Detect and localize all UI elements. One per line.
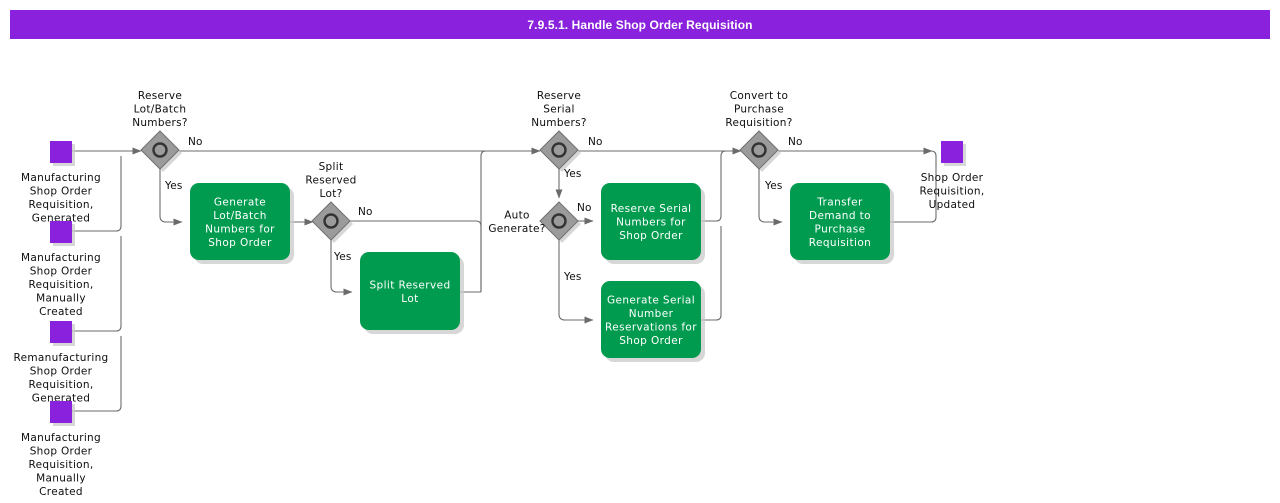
gateway-diamond[interactable] (539, 201, 579, 241)
task-split-reserved-lot[interactable] (360, 252, 464, 334)
flow-merge2-rail-up (720, 150, 741, 160)
flow-label-no-4: No (577, 202, 592, 214)
end-event-shop-order-requisition-updated[interactable] (941, 141, 966, 166)
flow-start4-to-rail (72, 336, 122, 412)
task-generate-serial-number-reservations-for-shop-order[interactable] (601, 281, 705, 362)
flow-start2-to-rail (72, 156, 122, 232)
gateway-diamond[interactable] (311, 201, 351, 241)
flow-start3-to-rail (72, 236, 122, 332)
gateway-inner-circle-icon (152, 142, 168, 158)
flow-merge-rail-up (480, 150, 510, 292)
gateway-inner-circle-icon (551, 142, 567, 158)
flow-gw1-yes-to-task1 (159, 169, 183, 226)
sequence-flows (72, 147, 937, 412)
gateway-split-reserved-lot-gateway[interactable] (311, 201, 353, 243)
page-title: 7.9.5.1. Handle Shop Order Requisition (527, 17, 753, 32)
task-transfer-demand-to-purchase-requisition[interactable] (790, 183, 894, 264)
gateway-diamond[interactable] (739, 130, 779, 170)
diagram-title-bar: 7.9.5.1. Handle Shop Order Requisition (10, 10, 1270, 39)
gateway-auto-generate-gateway[interactable] (539, 201, 581, 243)
flow-label-no-2: No (358, 206, 373, 218)
start-event-marker[interactable] (50, 221, 72, 243)
gateway-inner-circle-icon (751, 142, 767, 158)
gateway-diamond[interactable] (539, 130, 579, 170)
flow-gw2-yes-to-task2 (330, 240, 353, 296)
gateway-inner-circle-icon (551, 213, 567, 229)
flow-label-yes-5: Yes (764, 180, 783, 192)
task-box[interactable] (790, 183, 890, 260)
flow-task5-to-end (890, 150, 937, 223)
gateway-reserve-serial-numbers-gateway[interactable] (539, 130, 581, 172)
start-event-marker[interactable] (50, 401, 72, 423)
task-generate-lot-batch-numbers-for-shop-order[interactable] (190, 183, 294, 264)
flow-label-yes-4: Yes (563, 271, 582, 283)
end-event-marker[interactable] (941, 141, 963, 163)
flow-label-yes-3: Yes (563, 168, 582, 180)
start-event-remanufacturing-shop-order-requisition-generated[interactable] (50, 321, 75, 346)
flow-label-no-3: No (588, 136, 603, 148)
flow-label-yes-2: Yes (333, 251, 352, 263)
gateway-diamond[interactable] (140, 130, 180, 170)
start-event-marker[interactable] (50, 321, 72, 343)
task-box[interactable] (601, 281, 701, 358)
flow-label-no-5: No (788, 136, 803, 148)
start-event-marker[interactable] (50, 141, 72, 163)
task-box[interactable] (190, 183, 290, 260)
task-reserve-serial-numbers-for-shop-order[interactable] (601, 183, 705, 264)
flow-gw5-yes-to-task5 (758, 169, 783, 226)
task-box[interactable] (601, 183, 701, 260)
flow-task4-to-merge2 (701, 226, 722, 321)
flow-label-yes-1: Yes (164, 180, 183, 192)
gateway-inner-circle-icon (323, 213, 339, 229)
flow-gw4-yes-to-task4 (558, 240, 594, 324)
start-event-manufacturing-shop-order-requisition-generated[interactable] (50, 141, 75, 166)
flow-task3-to-merge2 (701, 160, 722, 222)
gateway-reserve-lot-batch-numbers-gateway[interactable] (140, 130, 182, 172)
flow-label-no-1: No (188, 136, 203, 148)
start-event-manufacturing-shop-order-requisition-manually-created-2[interactable] (50, 401, 75, 426)
start-event-manufacturing-shop-order-requisition-manually-created[interactable] (50, 221, 75, 246)
gateway-convert-to-purchase-requisition-gateway[interactable] (739, 130, 781, 172)
task-box[interactable] (360, 252, 460, 330)
